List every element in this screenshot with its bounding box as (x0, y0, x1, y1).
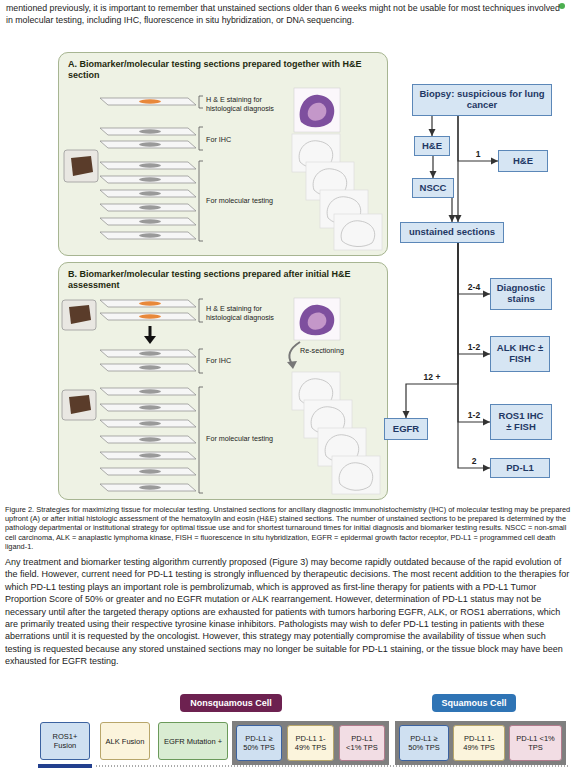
edge-label: 1-2 (467, 343, 481, 352)
connector (431, 116, 432, 136)
node-text: PD-L1 (506, 463, 533, 474)
result-box: PD-L1 <1% TPS (509, 725, 562, 761)
node-text: ALK IHC ± FISH (495, 343, 545, 365)
node-text: ROS1+ Fusion (44, 732, 86, 750)
node-text: PD-L1 1-49% TPS (291, 734, 330, 752)
connector (432, 156, 433, 178)
connector (457, 116, 458, 222)
connector (458, 243, 490, 354)
node-text: PD-L1 <1% TPS (513, 734, 558, 752)
process-box: H&E (414, 136, 450, 156)
node-text: H&E (513, 156, 533, 167)
result-box: PD-L1 1-49% TPS (287, 725, 334, 761)
result-box: PD-L1 ≥ 50% TPS (236, 725, 282, 761)
node-text: H&E (422, 141, 442, 152)
body-text: mentioned previously, it is important to… (6, 2, 568, 26)
node-text: Biopsy: suspicious for lung cancer (417, 89, 547, 111)
result-box: ALK Fusion (100, 722, 150, 760)
figure-panel: B. Biomarker/molecular testing sections … (58, 262, 388, 500)
connector (451, 198, 452, 222)
process-box: ROS1 IHC ± FISH (490, 404, 552, 440)
result-box: PD-L1 ≥ 50% TPS (399, 725, 449, 761)
node-text: ROS1 IHC ± FISH (495, 411, 547, 433)
node-text: unstained sections (409, 227, 495, 238)
node-text: PD-L1 ≥ 50% TPS (403, 734, 445, 752)
figure-caption: Figure 2. Strategies for maximizing tiss… (5, 505, 571, 551)
node-text: PD-L1 <1% TPS (343, 734, 381, 752)
connector (458, 243, 490, 422)
node-text: PD-L1 ≥ 50% TPS (240, 734, 278, 752)
category-header: Nonsquamous Cell (180, 694, 282, 712)
category-header: Squamous Cell (432, 694, 516, 712)
result-box: EGFR Mutation + (158, 722, 228, 760)
slide-label: H & E staining for histological diagnosi… (206, 304, 290, 322)
figure-panel: A. Biomarker/molecular testing sections … (58, 52, 388, 256)
result-box: PD-L1 1-49% TPS (453, 725, 505, 761)
node-text: EGFR Mutation + (164, 737, 222, 746)
result-box: ROS1+ Fusion (40, 722, 90, 760)
process-box: Diagnostic stains (490, 278, 552, 310)
node-text: Diagnostic stains (495, 283, 547, 305)
connector (406, 243, 458, 418)
edge-label: 1 (475, 150, 482, 159)
connector (458, 116, 498, 161)
node-text: B. Biomarker/molecular testing sections … (68, 269, 378, 291)
process-box: ALK IHC ± FISH (490, 336, 550, 372)
node-text: A. Biomarker/molecular testing sections … (68, 59, 378, 81)
connector (458, 243, 490, 468)
result-box: PD-L1 <1% TPS (339, 725, 385, 761)
process-box: NSCC (412, 178, 454, 198)
slide-label: For molecular testing (206, 434, 286, 443)
process-box: PD-L1 (490, 458, 550, 478)
edge-label: 1-2 (467, 411, 481, 420)
body-text: Any treatment and biomarker testing algo… (5, 556, 571, 668)
slide-label: For molecular testing (206, 196, 286, 205)
node-text: Squamous Cell (441, 698, 506, 708)
process-box: unstained sections (400, 222, 504, 243)
edge-label: 2-4 (467, 283, 481, 292)
node-text: EGFR (393, 424, 419, 435)
node-text: PD-L1 1-49% TPS (457, 734, 501, 752)
node-text: Nonsquamous Cell (190, 698, 272, 708)
edge-label: 2 (471, 457, 478, 466)
slide-label: For IHC (206, 356, 286, 365)
step-label: Re-sectioning (300, 346, 370, 355)
connector (458, 243, 490, 294)
slide-label: For IHC (206, 135, 286, 144)
edge-label: 12 + (423, 373, 442, 382)
slide-label: H & E staining for histological diagnosi… (206, 95, 290, 113)
process-box: H&E (498, 150, 548, 172)
process-box: EGFR (384, 418, 428, 440)
process-box: Biopsy: suspicious for lung cancer (412, 84, 552, 116)
node-text: NSCC (420, 183, 447, 194)
node-text: ALK Fusion (106, 737, 145, 746)
